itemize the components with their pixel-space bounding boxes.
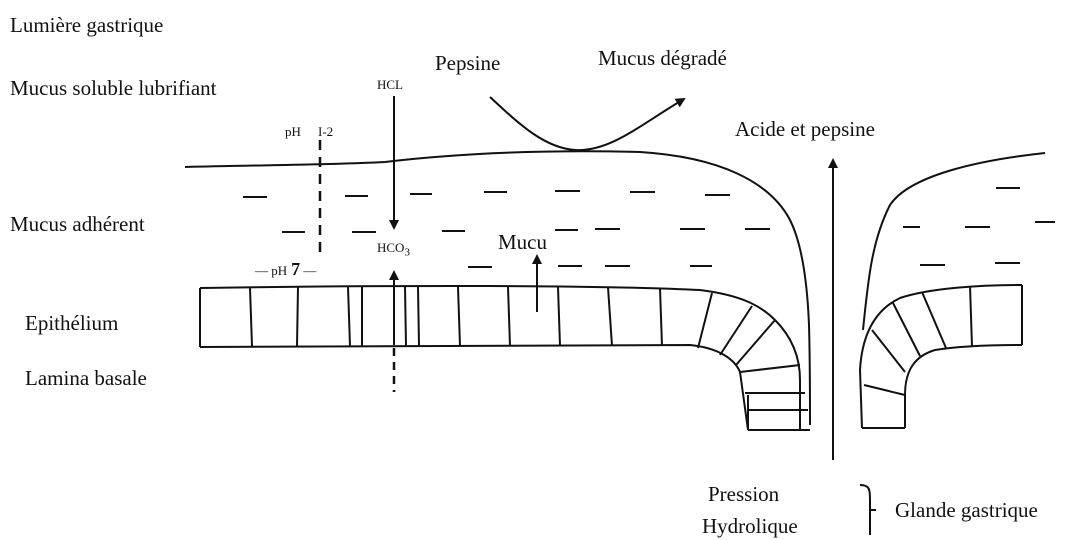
label-mucu: Mucu [498,230,547,255]
gland-bracket [860,485,876,535]
label-lamina-basale: Lamina basale [25,366,147,391]
label-hydrolique: Hydrolique [702,514,798,539]
label-pepsine: Pepsine [435,51,500,76]
label-ph-low-value: I-2 [318,124,333,140]
label-hco3: HCO3 [377,240,410,259]
label-lumiere-gastrique: Lumière gastrique [10,13,163,38]
label-mucus-adherent: Mucus adhérent [10,212,145,237]
epithelium-cell-layer [200,286,810,430]
label-mucus-soluble: Mucus soluble lubrifiant [10,76,216,101]
label-hcl: HCL [377,77,403,93]
label-hco3-sub: 3 [404,247,410,259]
label-ph-high-value: 7 [291,259,300,279]
label-mucus-degrade: Mucus dégradé [598,46,727,71]
label-pression: Pression [708,482,779,507]
label-glande-gastrique: Glande gastrique [895,498,1038,523]
pepsin-degradation-arrow [490,97,684,150]
label-acide-pepsine: Acide et pepsine [735,117,875,142]
label-epithelium: Epithélium [25,311,118,336]
label-hco3-main: HCO [377,240,404,255]
epithelium-cell-layer-right [860,285,1022,428]
label-ph-low-prefix: pH [285,124,301,140]
label-ph-neutral: — pH 7 — [255,259,316,280]
adherent-mucus-dashes [243,188,1055,267]
label-ph-high-prefix: pH [271,263,287,278]
